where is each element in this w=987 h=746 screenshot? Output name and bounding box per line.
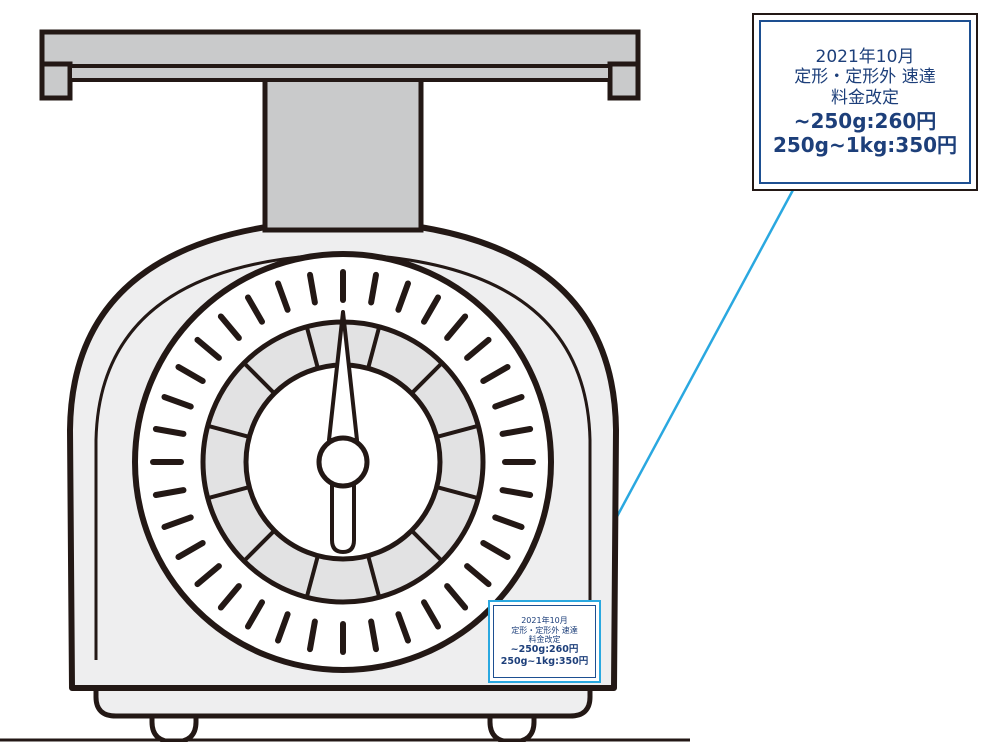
label-rate-250g-1kg: 250g~1kg:350円 xyxy=(772,133,958,158)
dial-segment-divider xyxy=(207,485,250,501)
dial-tick xyxy=(161,394,194,410)
dial-tick xyxy=(175,364,206,384)
rate-label-enlarged-frame: 2021年10月 定形・定形外 速達 料金改定 ~250g:260円 250g~… xyxy=(759,20,971,184)
dial-tick xyxy=(368,618,379,653)
dial-tick xyxy=(395,280,411,313)
sticker-service: 定形・定形外 速達 xyxy=(511,625,578,635)
dial-tick xyxy=(217,583,242,611)
dial-needle xyxy=(316,310,370,555)
scale-platform-lip-right xyxy=(607,61,641,101)
rate-sticker-frame: 2021年10月 定形・定形外 速達 料金改定 ~250g:260円 250g~… xyxy=(493,605,596,678)
dial-tick xyxy=(492,514,525,530)
dial-tick xyxy=(421,599,441,630)
dial-tick xyxy=(152,426,187,437)
dial-tick xyxy=(395,611,411,644)
dial-segment-divider xyxy=(436,423,479,439)
dial-tick xyxy=(421,294,441,325)
dial-tick xyxy=(368,271,379,306)
needle-tail xyxy=(330,482,356,555)
label-rate-under-250g: ~250g:260円 xyxy=(793,108,937,133)
needle-hub xyxy=(316,435,370,489)
dial-tick xyxy=(480,364,511,384)
dial-ticks xyxy=(150,269,536,655)
rate-label-enlarged: 2021年10月 定形・定形外 速達 料金改定 ~250g:260円 250g~… xyxy=(752,13,978,191)
dial-tick xyxy=(499,426,534,437)
dial-segment-divider xyxy=(304,555,320,598)
rate-sticker-on-scale: 2021年10月 定形・定形外 速達 料金改定 ~250g:260円 250g~… xyxy=(488,600,601,683)
dial-tick xyxy=(245,599,265,630)
dial-tick xyxy=(152,487,187,498)
dial-tick xyxy=(444,313,469,341)
dial-tick xyxy=(307,271,318,306)
dial-tick xyxy=(194,563,222,588)
dial-segment-divider xyxy=(436,485,479,501)
dial-segment-divider xyxy=(366,326,382,369)
dial-tick xyxy=(217,313,242,341)
dial-tick xyxy=(194,336,222,361)
dial-segment-divider xyxy=(410,361,444,395)
scale-platform-underside xyxy=(68,64,612,82)
dial-tick xyxy=(307,618,318,653)
dial-tick xyxy=(275,611,291,644)
dial-segment-divider xyxy=(304,326,320,369)
scale-platform-lip-left xyxy=(39,61,73,101)
sticker-date: 2021年10月 xyxy=(521,616,568,626)
dial-segment-divider xyxy=(366,555,382,598)
dial-segment-divider xyxy=(242,529,276,563)
scale-base xyxy=(93,681,593,719)
dial-tick xyxy=(464,336,492,361)
dial-tick xyxy=(480,540,511,560)
dial-segment-divider xyxy=(410,529,444,563)
dial-tick xyxy=(464,563,492,588)
dial-segment-divider xyxy=(242,361,276,395)
scale-column xyxy=(262,75,424,233)
dial-tick xyxy=(161,514,194,530)
sticker-rate-under-250g: ~250g:260円 xyxy=(510,644,579,656)
dial-segment-divider xyxy=(207,423,250,439)
dial-tick xyxy=(492,394,525,410)
sticker-revision: 料金改定 xyxy=(528,635,561,645)
dial-tick xyxy=(245,294,265,325)
dial-tick xyxy=(499,487,534,498)
label-revision: 料金改定 xyxy=(831,87,899,108)
scale-platform-top xyxy=(39,29,641,70)
dial-segments xyxy=(207,326,479,598)
sticker-rate-250g-1kg: 250g~1kg:350円 xyxy=(500,655,589,667)
label-service: 定形・定形外 速達 xyxy=(794,67,936,88)
dial-tick xyxy=(275,280,291,313)
dial-tick xyxy=(175,540,206,560)
dial-tick xyxy=(444,583,469,611)
label-date: 2021年10月 xyxy=(815,46,915,67)
